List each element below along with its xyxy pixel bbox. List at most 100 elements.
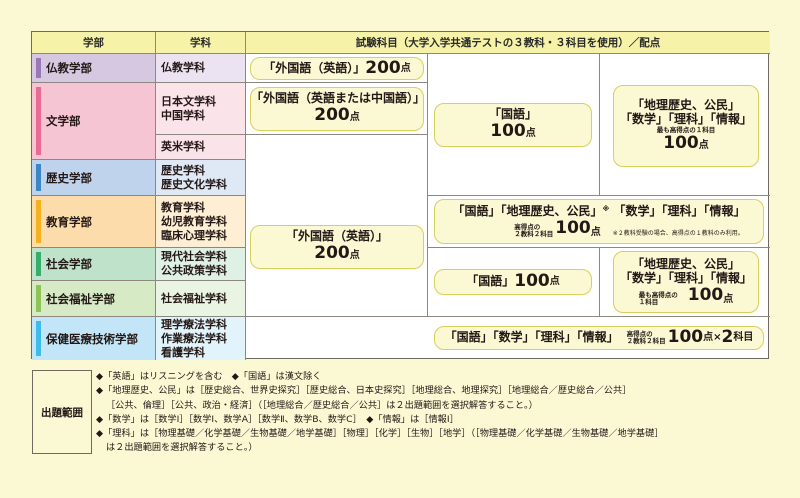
score: 100 xyxy=(667,327,704,348)
color-bar xyxy=(36,321,41,356)
subject-cell xyxy=(246,83,428,135)
course-name: 日本文学科 xyxy=(161,94,216,108)
scope-line: ［公共、倫理］［公共、政治・経済］（［地理総合／歴史総合／公共］は２出題範囲を選… xyxy=(106,399,538,411)
unit: 点 xyxy=(590,226,601,238)
dept-kyoiku: 教育学部 xyxy=(32,196,156,248)
exam-table: 学部 学科 試験科目（大学入学共通テストの３教科・３科目を使用）／配点 仏教学部… xyxy=(31,31,770,360)
unit: 点 xyxy=(703,332,714,344)
subject-label: 「数学」「理科」「情報」 xyxy=(619,271,752,286)
dept-shakaifukushi: 社会福祉学部 xyxy=(32,281,156,317)
subject-cell xyxy=(600,248,770,317)
course-name: 臨床心理学科 xyxy=(161,228,227,242)
dept-name: 仏教学部 xyxy=(46,61,92,75)
courses-rekishi: 歴史学科 歴史文化学科 xyxy=(156,160,246,196)
subject-label: 「国語」「地理歴史、公民」 xyxy=(452,203,603,218)
score: 100 xyxy=(687,285,724,306)
course-name: 幼児教育学科 xyxy=(161,214,227,228)
course-name: 歴史文化学科 xyxy=(161,177,227,191)
pill-general-foreign: 「外国語（英語）」 200点 xyxy=(250,225,424,269)
course-name: 看護学科 xyxy=(161,345,205,359)
unit: 点 xyxy=(698,139,709,151)
subject-label: 「外国語（英語または中国語）」 xyxy=(251,91,426,106)
color-bar xyxy=(36,252,41,276)
footnote: ※２教科受験の場合、高得点の１教科のみ利用。 xyxy=(612,230,744,238)
subject-label: 「数学」「理科」「情報」 xyxy=(613,203,746,218)
subject-cell xyxy=(246,54,428,83)
color-bar xyxy=(36,285,41,312)
dept-rekishi: 歴史学部 xyxy=(32,160,156,196)
score: 200 xyxy=(314,105,350,126)
subject-cell xyxy=(246,135,428,317)
course-name: 公共政策学科 xyxy=(161,264,227,277)
score-note: ２教科２科目 xyxy=(626,337,666,345)
score-note: １科目 xyxy=(638,297,659,306)
courses-bukkyo: 仏教学科 xyxy=(156,54,246,83)
dept-name: 社会学部 xyxy=(46,257,92,271)
course-name: 仏教学科 xyxy=(161,61,205,74)
score: 200 xyxy=(365,57,401,78)
unit: 科目 xyxy=(733,332,754,344)
score-note: 高得点の xyxy=(514,223,541,232)
course-name: 現代社会学科 xyxy=(161,250,227,263)
score: 100 xyxy=(663,132,699,153)
score-note: ２教科２科目 xyxy=(514,230,554,239)
dept-name: 歴史学部 xyxy=(46,170,92,185)
pill-choice-top: 「地理歴史、公民」 「数学」「理科」「情報」 最も高得点の１科目 100点 xyxy=(613,85,759,167)
unit: 点 xyxy=(525,128,536,140)
unit: 点 xyxy=(349,250,360,262)
color-bar xyxy=(36,200,41,243)
score: 100 xyxy=(514,271,550,292)
color-bar xyxy=(36,164,41,191)
course-name: 歴史学科 xyxy=(161,163,205,177)
courses-bungaku-eibei: 英米学科 xyxy=(156,135,246,160)
unit: 点 xyxy=(549,276,560,288)
score-note: 高得点の xyxy=(626,330,653,338)
scope-line: ◆「数学」は［数学Ⅰ］［数学Ⅰ、数学A］［数学Ⅱ、数学B、数学C］ ◆「情報」は… xyxy=(96,413,459,425)
scope-title: 出題範囲 xyxy=(32,370,92,454)
pill-bungaku-foreign: 「外国語（英語または中国語）」 200点 xyxy=(250,87,426,131)
times-sign: × xyxy=(713,332,722,344)
dept-bukkyo: 仏教学部 xyxy=(32,54,156,83)
courses-shakai: 現代社会学科 公共政策学科 xyxy=(156,248,246,281)
score-note: 最も高得点の xyxy=(638,290,678,299)
subject-label: 「外国語（英語）」 xyxy=(263,60,366,75)
header-department: 学部 xyxy=(32,32,156,54)
subject-label: 「国語」 xyxy=(488,107,537,122)
subject-label: 「外国語（英語）」 xyxy=(285,229,388,244)
course-name: 中国学科 xyxy=(161,108,205,122)
score: 200 xyxy=(314,243,350,264)
footnote-mark: ※ xyxy=(602,204,610,213)
subject-label: 「国語」 xyxy=(466,274,515,289)
subject-cell xyxy=(428,196,770,248)
scope-line: ◆「理科」は［物理基礎／化学基礎／生物基礎／地学基礎］［物理］［化学］［生物］［… xyxy=(96,428,664,440)
courses-hoken: 理学療法学科 作業療法学科 看護学科 xyxy=(156,317,246,360)
course-name: 英米学科 xyxy=(161,140,205,153)
dept-name: 保健医療技術学部 xyxy=(46,331,138,346)
dept-hoken: 保健医療技術学部 xyxy=(32,317,156,360)
course-name: 理学療法学科 xyxy=(161,317,227,331)
subject-label: 「国語」「数学」「理科」「情報」 xyxy=(444,330,619,345)
courses-bungaku: 日本文学科 中国学科 xyxy=(156,83,246,135)
score: 100 xyxy=(490,121,526,142)
header-course: 学科 xyxy=(156,32,246,54)
dept-shakai: 社会学部 xyxy=(32,248,156,281)
dept-name: 教育学部 xyxy=(46,214,92,229)
course-name: 作業療法学科 xyxy=(161,331,227,345)
subject-label: 「数学」「理科」「情報」 xyxy=(619,111,752,126)
scope-line: は２出題範囲を選択解答すること。） xyxy=(106,442,258,454)
unit: 点 xyxy=(723,294,734,306)
subject-cell xyxy=(428,54,600,196)
color-bar xyxy=(36,58,41,78)
score-note: 最も高得点の１科目 xyxy=(656,125,716,134)
scope-line: ◆「地理歴史、公民」は［歴史総合、世界史探究］［歴史総合、日本史探究］［地理総合… xyxy=(96,385,632,397)
subject-label: 「地理歴史、公民」 xyxy=(631,97,740,112)
course-name: 教育学科 xyxy=(161,200,205,214)
unit: 点 xyxy=(400,62,411,74)
courses-shakaifukushi: 社会福祉学科 xyxy=(156,281,246,317)
subject-label: 「地理歴史、公民」 xyxy=(631,257,740,272)
scope-line: ◆「英語」はリスニングを含む ◆「国語」は漢文除く xyxy=(96,371,322,382)
